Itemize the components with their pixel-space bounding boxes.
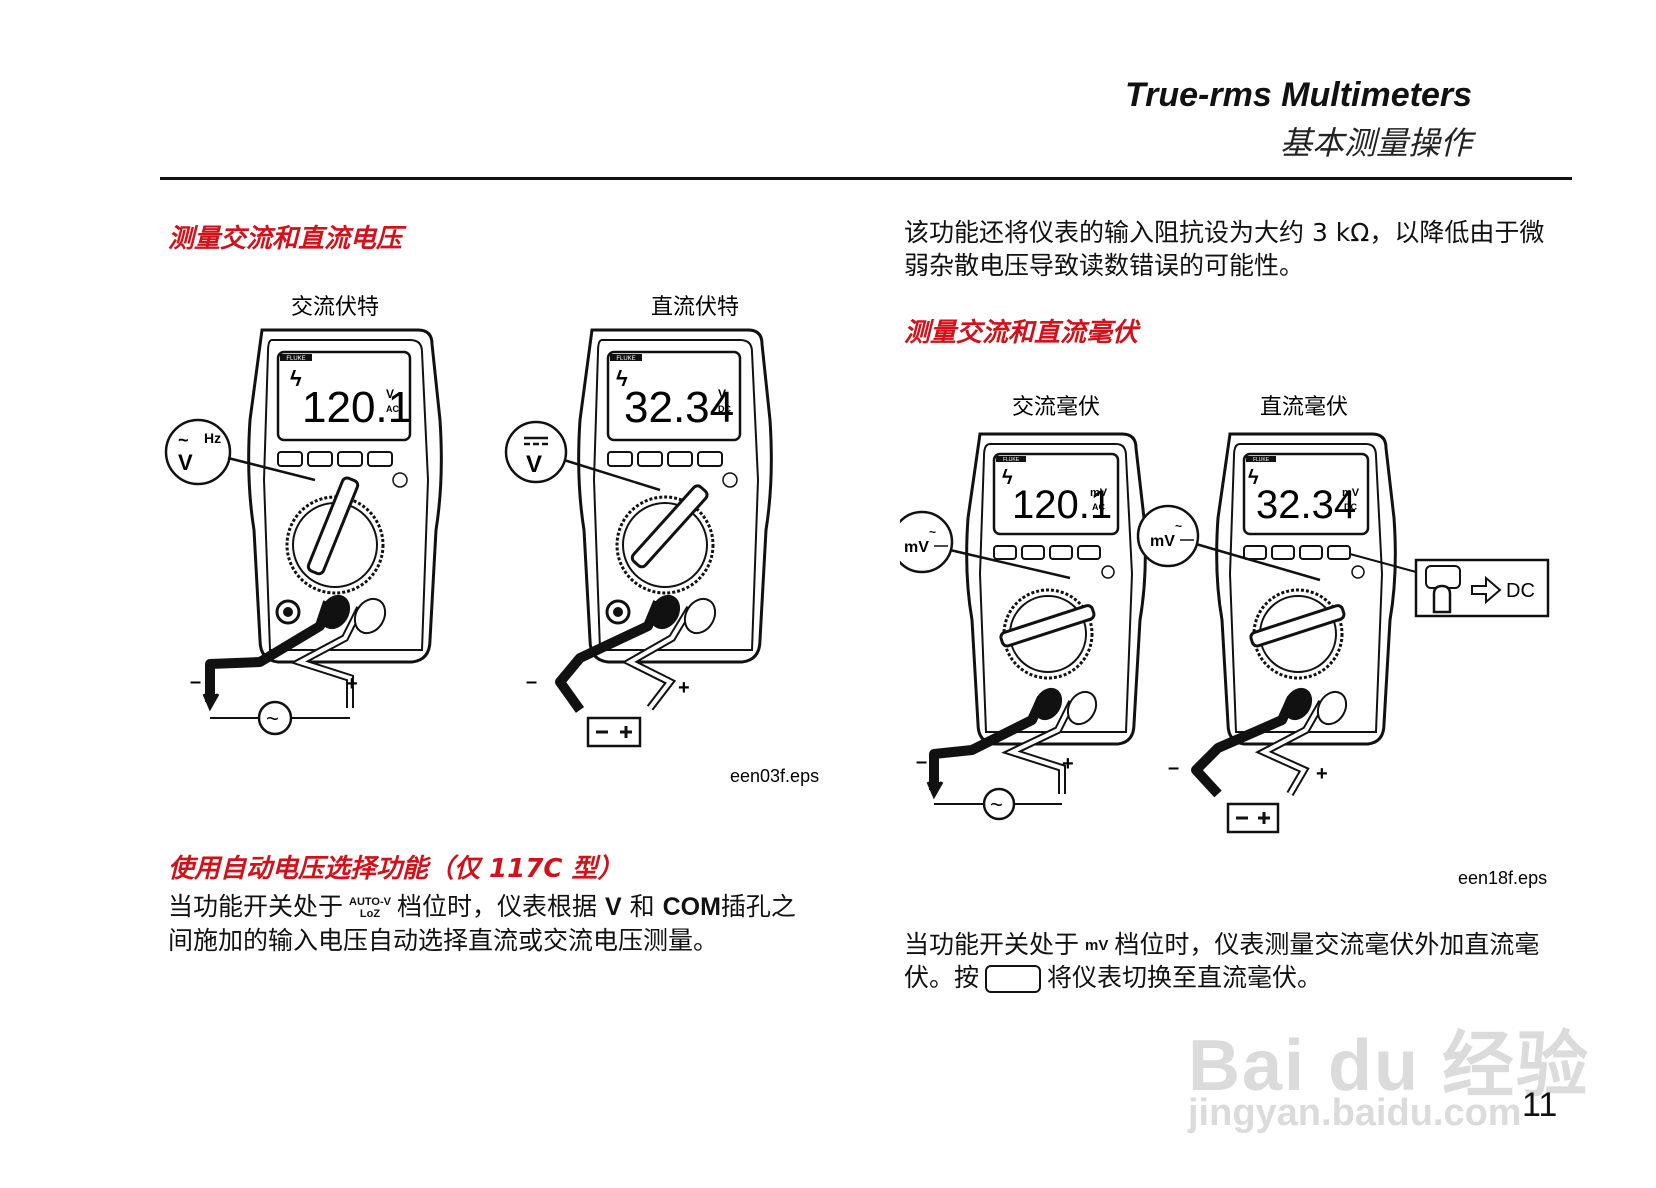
display-unit-top: mV bbox=[1090, 487, 1108, 499]
yellow-button-icon bbox=[985, 965, 1042, 993]
minus-label: – bbox=[1168, 757, 1179, 779]
selector-callout-mv-dc bbox=[1136, 504, 1200, 568]
paragraph-impedance: 该功能还将仪表的输入阻抗设为大约 3 kΩ，以降低由于微弱杂散电压导致读数错误的… bbox=[904, 218, 1545, 280]
section-title-auto-voltage: 使用自动电压选择功能（仅 117C 型） bbox=[168, 854, 624, 884]
plus-label: + bbox=[1062, 753, 1074, 775]
svg-text:~: ~ bbox=[178, 430, 189, 450]
display-reading-dc-mv: 32.34 bbox=[1256, 483, 1356, 527]
multimeter-ac: FLUKE ϟ 120.1 V AC bbox=[247, 328, 443, 664]
callout-v-dc: V bbox=[526, 451, 542, 478]
display-reading-dc: 32.34 bbox=[624, 383, 734, 432]
display-unit-bottom: AC bbox=[1092, 502, 1105, 512]
watermark-url: jingyan.baidu.com bbox=[1188, 1092, 1522, 1134]
display-unit-top: V bbox=[386, 387, 394, 401]
selector-callout-ac bbox=[164, 418, 232, 486]
callout-mv: mV bbox=[1150, 533, 1175, 550]
finger-press-icon bbox=[1432, 584, 1452, 614]
plus-label: + bbox=[678, 677, 690, 699]
lightning-icon: ϟ bbox=[1248, 467, 1259, 489]
figure-millivolt-measurement: 交流毫伏 直流毫伏 FLUKE ϟ 120.1 mV AC mV ~ ~ – + bbox=[900, 394, 1550, 888]
multimeter-dc-mv: FLUKE ϟ 32.34 mV DC bbox=[1215, 432, 1397, 746]
callout-mv: mV bbox=[904, 539, 929, 556]
figure-caption-1: een03f.eps bbox=[730, 766, 819, 786]
plus-label: + bbox=[346, 673, 358, 695]
display-unit-bottom: AC bbox=[386, 404, 399, 414]
brand-logo: FLUKE bbox=[286, 356, 305, 362]
svg-text:~: ~ bbox=[929, 525, 936, 539]
minus-label: – bbox=[916, 751, 927, 773]
lightning-icon: ϟ bbox=[290, 366, 302, 391]
brand-logo: FLUKE bbox=[1003, 457, 1020, 463]
display-reading-ac: 120.1 bbox=[302, 383, 412, 432]
header-rule bbox=[160, 177, 1572, 180]
page-number: 11 bbox=[1522, 1086, 1558, 1124]
arrow-right-icon bbox=[1471, 575, 1502, 605]
brand-logo: FLUKE bbox=[1253, 457, 1270, 463]
dc-box-label: DC bbox=[1506, 580, 1535, 602]
label-dc-volts: 直流伏特 bbox=[651, 294, 739, 319]
battery-icon bbox=[586, 716, 642, 748]
mv-selector-symbol: mV bbox=[1085, 937, 1109, 954]
document-title: True-rms Multimeters bbox=[1124, 76, 1472, 114]
minus-label: – bbox=[526, 671, 537, 693]
document-subtitle: 基本测量操作 bbox=[1279, 124, 1472, 162]
display-reading-ac-mv: 120.1 bbox=[1012, 483, 1112, 527]
selector-callout-mv bbox=[900, 510, 954, 574]
selector-callout-dc bbox=[504, 420, 568, 484]
figure-voltage-measurement: 交流伏特 直流伏特 FLUKE ϟ 120.1 V AC ~ Hz V ~ – … bbox=[164, 294, 819, 786]
display-unit-top: mV bbox=[1342, 487, 1360, 499]
multimeter-ac-mv: FLUKE ϟ 120.1 mV AC bbox=[965, 432, 1147, 746]
svg-text:~: ~ bbox=[1175, 519, 1182, 533]
display-unit-top: V bbox=[718, 387, 726, 401]
lightning-icon: ϟ bbox=[616, 366, 628, 391]
display-unit-bottom: DC bbox=[718, 404, 731, 414]
display-unit-bottom: DC bbox=[1344, 502, 1357, 512]
multimeter-dc: FLUKE ϟ 32.34 V DC bbox=[577, 328, 773, 664]
figure-caption-2: een18f.eps bbox=[1458, 868, 1547, 888]
plus-label: + bbox=[1316, 763, 1328, 785]
battery-icon bbox=[1226, 802, 1280, 834]
label-ac-millivolts: 交流毫伏 bbox=[1012, 394, 1100, 419]
brand-logo: FLUKE bbox=[616, 356, 635, 362]
label-dc-millivolts: 直流毫伏 bbox=[1260, 394, 1348, 419]
callout-hz: Hz bbox=[204, 430, 221, 446]
lightning-icon: ϟ bbox=[1002, 467, 1013, 489]
callout-v: V bbox=[178, 450, 193, 475]
watermark-brand: Bai du 经验 bbox=[1188, 1026, 1591, 1106]
label-ac-volts: 交流伏特 bbox=[291, 294, 379, 319]
section-title-millivolts: 测量交流和直流毫伏 bbox=[904, 318, 1139, 348]
minus-label: – bbox=[190, 671, 201, 693]
section-title-ac-dc-voltage: 测量交流和直流电压 bbox=[168, 224, 403, 254]
svg-text:~: ~ bbox=[990, 792, 1003, 817]
svg-text:~: ~ bbox=[266, 706, 279, 731]
